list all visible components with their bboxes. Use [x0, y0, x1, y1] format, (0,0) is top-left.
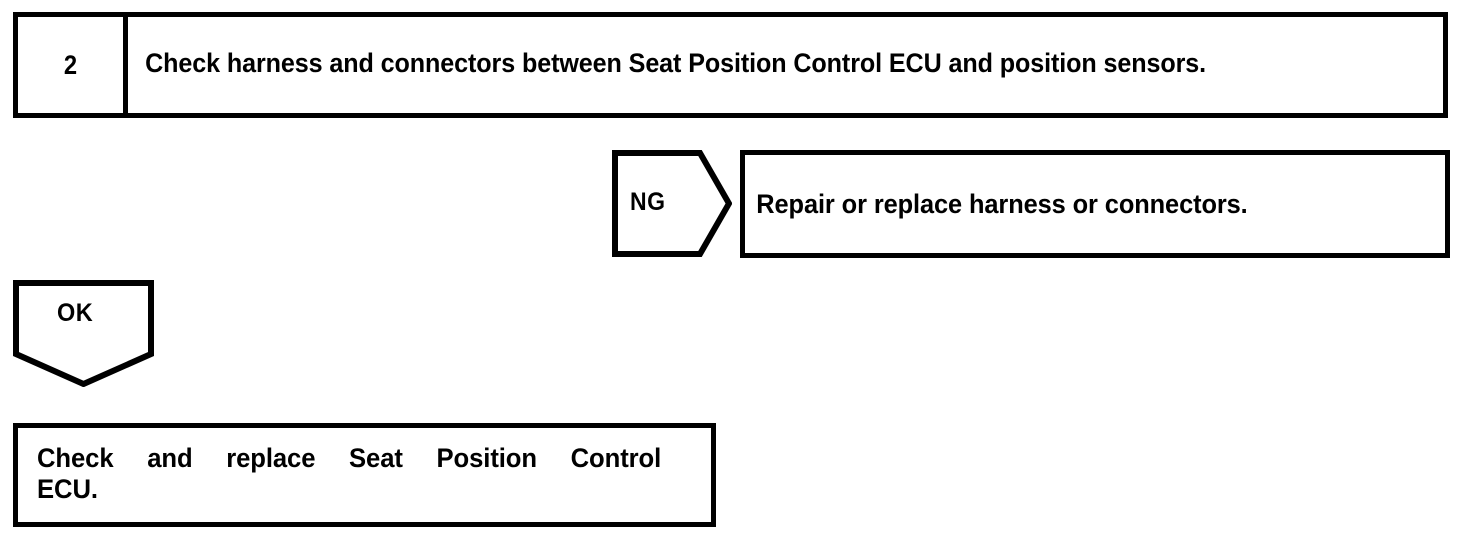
ok-result-line-2: ECU.: [37, 474, 98, 504]
ng-result-text: Repair or replace harness or connectors.: [756, 188, 1248, 219]
step-instruction-cell: Check harness and connectors between Sea…: [133, 17, 1443, 113]
ng-branch-label: NG: [630, 188, 666, 216]
ok-result-box: Check and replace Seat Position Control …: [13, 423, 716, 527]
ok-result-text: Check and replace Seat Position Control …: [18, 443, 676, 505]
step-number: 2: [63, 49, 78, 80]
ng-result-box: Repair or replace harness or connectors.: [740, 150, 1450, 258]
ok-arrow-down-icon: [13, 280, 154, 387]
ng-arrow-right-icon: [612, 150, 732, 257]
ok-branch-label: OK: [57, 299, 94, 327]
step-number-cell: 2: [18, 17, 128, 113]
step-instruction-text: Check harness and connectors between Sea…: [145, 48, 1207, 78]
step-box: 2 Check harness and connectors between S…: [13, 12, 1448, 118]
ok-result-line-1: Check and replace Seat Position Control: [37, 443, 662, 473]
